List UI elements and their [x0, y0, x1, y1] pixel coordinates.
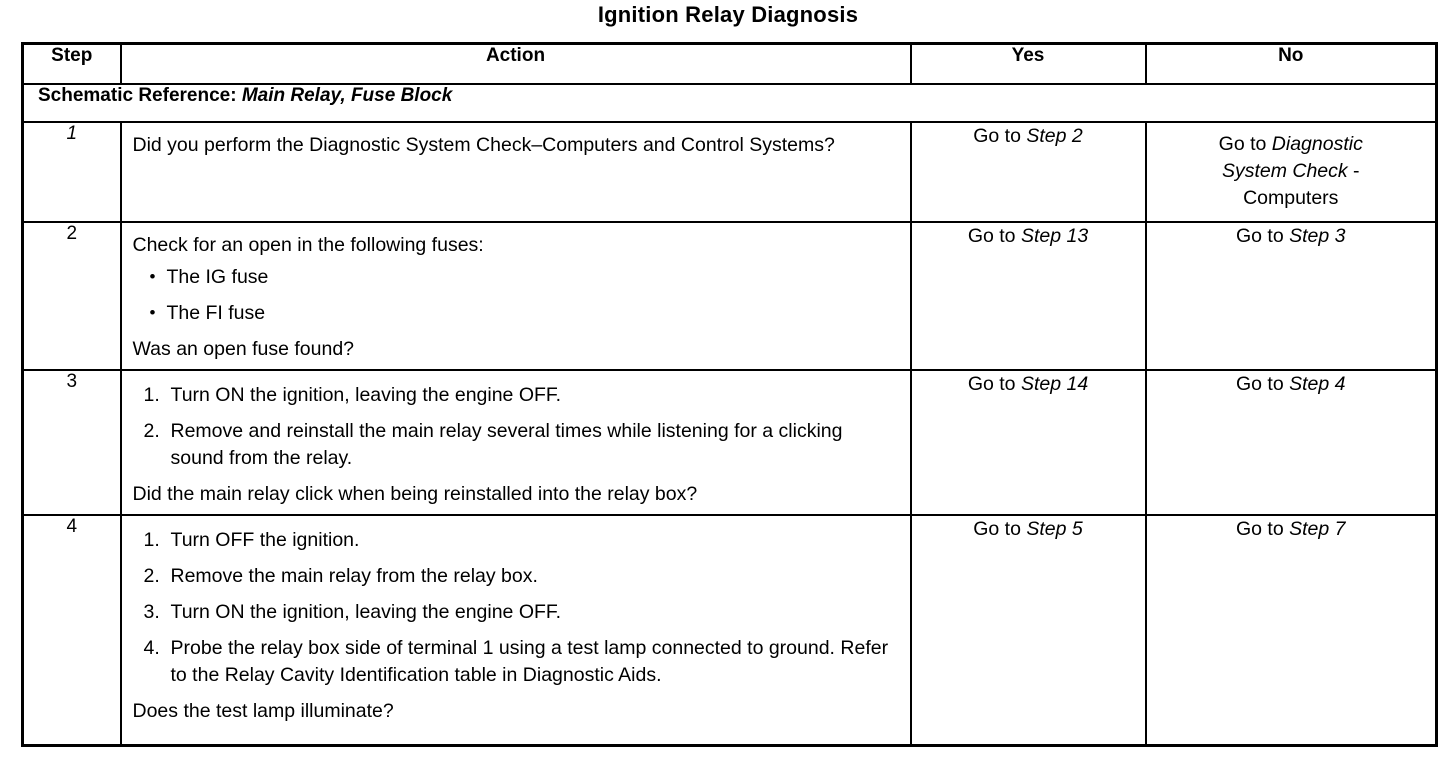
column-header-no: No — [1144, 42, 1438, 85]
table-row: 3 Turn ON the ignition, leaving the engi… — [21, 369, 1438, 516]
yes-cell: Go to Step 14 — [909, 369, 1147, 516]
list-item: The FI fuse — [150, 299, 900, 327]
schematic-reference-row: Schematic Reference: Main Relay, Fuse Bl… — [21, 83, 1438, 123]
no-cell: Go to Diagnostic System Check - Computer… — [1144, 121, 1438, 223]
yes-target: Step 2 — [1026, 125, 1083, 147]
no-cell: Go to Step 7 — [1144, 514, 1438, 747]
yes-cell: Go to Step 13 — [909, 221, 1147, 371]
no-target-line1: Diagnostic — [1271, 133, 1363, 155]
action-bullet-list: The IG fuse The FI fuse — [133, 263, 900, 327]
yes-prefix: Go to — [973, 518, 1027, 540]
action-question-text: Did the main relay click when being rein… — [132, 483, 698, 505]
step-number: 4 — [21, 514, 122, 747]
list-item: Probe the relay box side of terminal 1 u… — [144, 635, 889, 686]
action-question-text: Was an open fuse found? — [132, 338, 355, 360]
action-lead-text: Did you perform the Diagnostic System Ch… — [132, 134, 835, 156]
diagnostic-table: Step Action Yes No Schematic Reference: … — [21, 42, 1438, 747]
action-question-text: Does the test lamp illuminate? — [132, 700, 394, 722]
list-item: Turn OFF the ignition. — [144, 527, 360, 554]
step-number: 2 — [21, 221, 122, 371]
step-number: 3 — [21, 369, 122, 516]
page-title: Ignition Relay Diagnosis — [597, 2, 859, 27]
table-row: 4 Turn OFF the ignition. Remove the main… — [21, 514, 1438, 747]
yes-cell: Go to Step 5 — [909, 514, 1147, 747]
action-cell: Turn OFF the ignition. Remove the main r… — [119, 514, 912, 747]
no-prefix: Go to — [1235, 373, 1290, 395]
schematic-reference-value: Main Relay, Fuse Block — [241, 85, 453, 106]
column-header-yes: Yes — [909, 42, 1147, 85]
table-header-row: Step Action Yes No — [21, 42, 1438, 85]
column-header-step: Step — [21, 42, 122, 85]
list-item: The IG fuse — [150, 263, 900, 291]
table-row: 2 Check for an open in the following fus… — [21, 221, 1438, 371]
yes-prefix: Go to — [967, 373, 1021, 395]
no-cell: Go to Step 4 — [1144, 369, 1438, 516]
schematic-reference-label: Schematic Reference: — [38, 85, 237, 106]
action-cell: Check for an open in the following fuses… — [119, 221, 912, 371]
column-header-action: Action — [119, 42, 912, 85]
action-numbered-list: Turn ON the ignition, leaving the engine… — [133, 382, 900, 472]
yes-target: Step 14 — [1020, 373, 1089, 395]
action-lead-text: Check for an open in the following fuses… — [132, 234, 484, 256]
no-target: Step 3 — [1289, 225, 1346, 247]
no-prefix: Go to — [1218, 133, 1272, 155]
yes-target: Step 13 — [1020, 225, 1089, 247]
no-target-line3: Computers — [1243, 187, 1339, 209]
no-target: Step 7 — [1289, 518, 1346, 540]
no-prefix: Go to — [1235, 518, 1290, 540]
list-item: Turn ON the ignition, leaving the engine… — [144, 599, 562, 626]
schematic-reference-cell: Schematic Reference: Main Relay, Fuse Bl… — [21, 83, 1438, 123]
yes-target: Step 5 — [1026, 518, 1083, 540]
yes-cell: Go to Step 2 — [909, 121, 1147, 223]
action-cell: Did you perform the Diagnostic System Ch… — [119, 121, 912, 223]
step-number: 1 — [21, 121, 122, 223]
no-prefix: Go to — [1235, 225, 1290, 247]
list-item: Remove the main relay from the relay box… — [144, 563, 538, 590]
no-cell: Go to Step 3 — [1144, 221, 1438, 371]
no-target-line2: System Check — [1221, 160, 1348, 182]
yes-prefix: Go to — [973, 125, 1027, 147]
yes-prefix: Go to — [967, 225, 1021, 247]
action-numbered-list: Turn OFF the ignition. Remove the main r… — [133, 527, 900, 689]
no-target: Step 4 — [1289, 373, 1346, 395]
no-target-line2-suffix: - — [1347, 160, 1360, 182]
list-item: Turn ON the ignition, leaving the engine… — [144, 382, 562, 409]
list-item: Remove and reinstall the main relay seve… — [144, 418, 843, 469]
table-row: 1 Did you perform the Diagnostic System … — [21, 121, 1438, 223]
action-cell: Turn ON the ignition, leaving the engine… — [119, 369, 912, 516]
